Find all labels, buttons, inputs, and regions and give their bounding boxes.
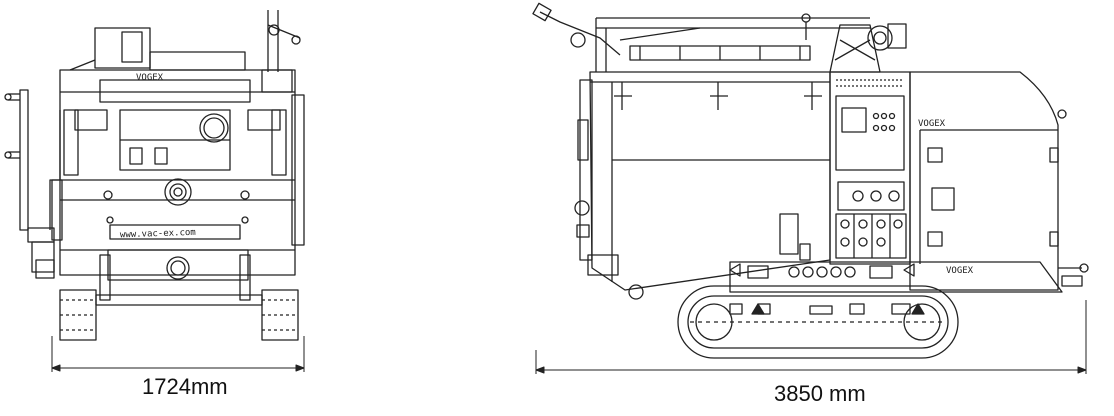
front-left-rail [4, 89, 55, 279]
side-hopper-body [574, 71, 831, 300]
side-length-label: 3850 mm [774, 381, 866, 406]
side-logo-lower: VOGEX [946, 266, 974, 276]
side-length-dimension [535, 300, 1087, 374]
side-rear-housing [909, 71, 1089, 291]
front-main-body [49, 69, 305, 301]
front-logo: VOGEX [136, 73, 164, 83]
side-crane-arm [532, 2, 907, 73]
front-top-hopper [69, 10, 301, 93]
front-width-label: 1724mm [142, 374, 228, 399]
side-chassis-skirt [729, 261, 1063, 293]
front-view: VOGEX www.vac-ex.com [4, 10, 305, 372]
front-width-dimension [51, 336, 305, 372]
side-track [677, 285, 959, 359]
front-website: www.vac-ex.com [120, 228, 196, 241]
side-control-cabinet [779, 71, 911, 265]
front-tracks [59, 289, 299, 341]
side-view: VOGEX VOGEX [532, 2, 1089, 374]
side-logo-upper: VOGEX [918, 119, 946, 129]
